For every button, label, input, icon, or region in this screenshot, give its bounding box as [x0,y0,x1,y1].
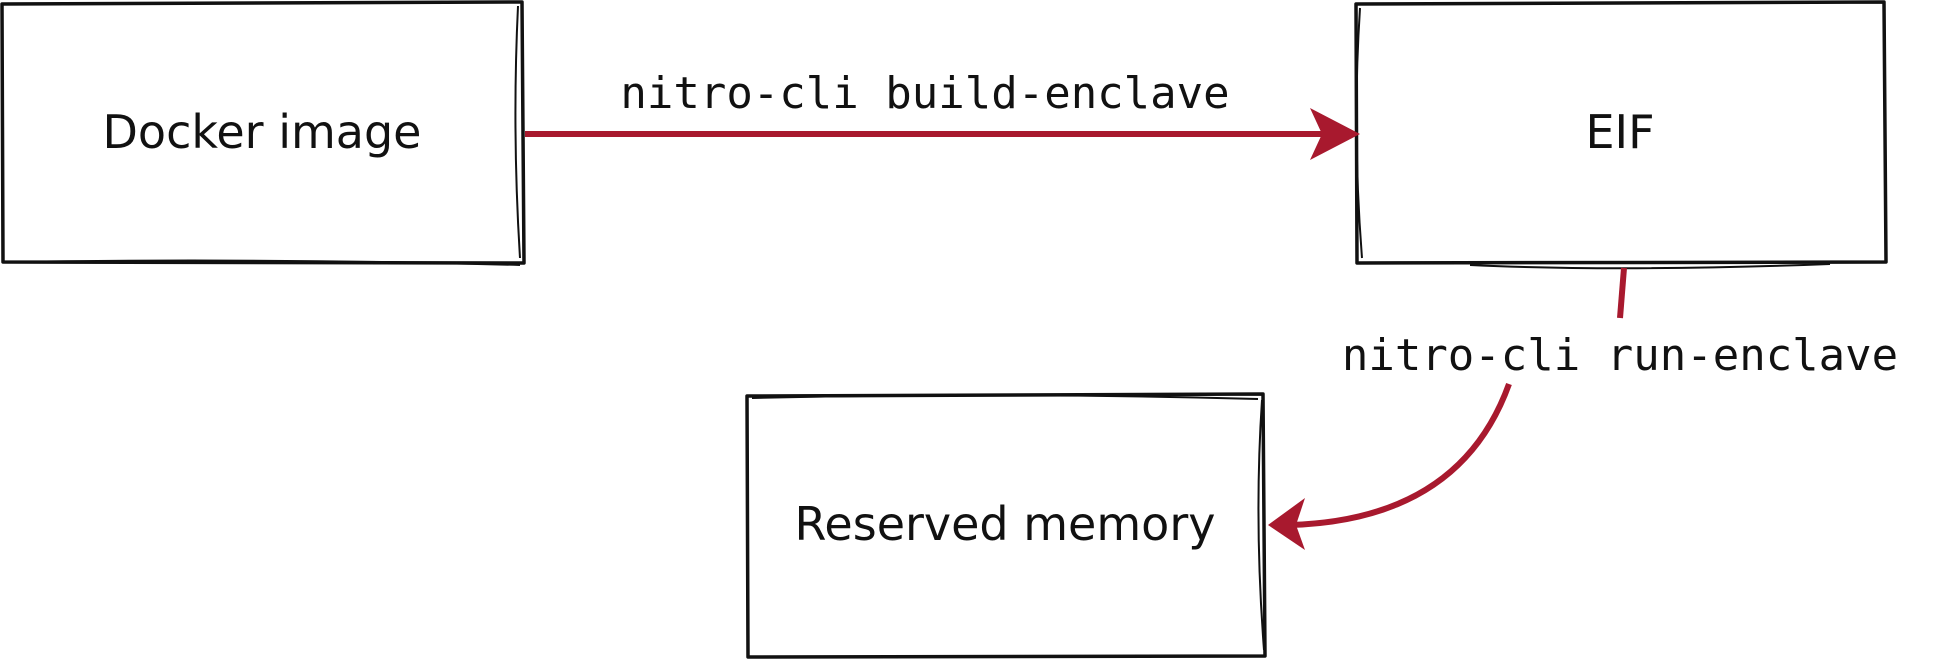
node-label: Reserved memory [795,497,1216,551]
edge-label: nitro-cli build-enclave [620,68,1229,119]
node-reserved-memory [745,392,1267,659]
node-docker-image [0,0,526,266]
edge-build-enclave [525,108,1360,160]
arrowhead-icon [1310,108,1360,160]
arrowhead-icon [1268,498,1305,550]
node-label: Docker image [103,105,422,159]
node-label: EIF [1585,105,1654,159]
node-eif [1354,0,1888,270]
edge-label: nitro-cli run-enclave [1342,330,1898,381]
edge-run-enclave [1268,267,1627,550]
